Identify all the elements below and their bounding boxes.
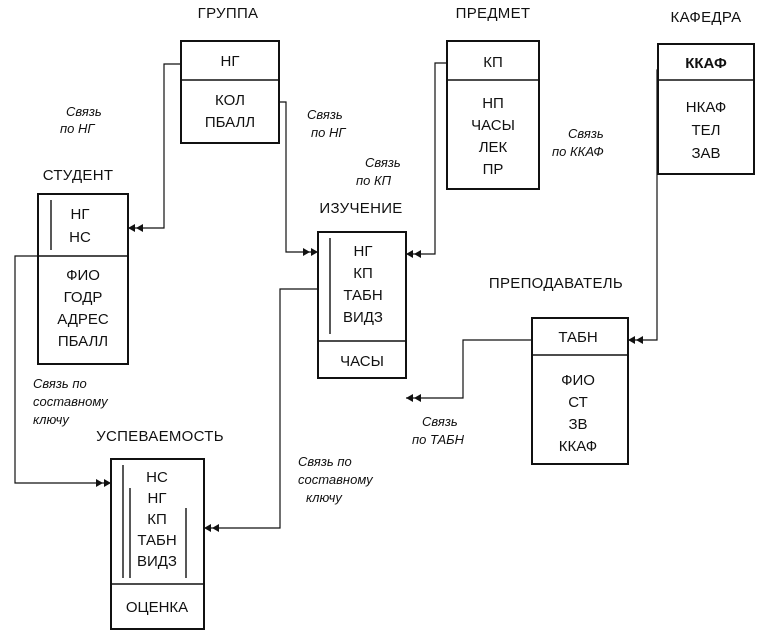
entity-gruppa: ГРУППА НГ КОЛ ПБАЛЛ [180, 5, 280, 144]
attribute-field: ПБАЛЛ [205, 114, 255, 131]
key-field: КП [353, 265, 373, 282]
link-label: по НГ [311, 125, 346, 140]
link-label: Связь [365, 155, 401, 170]
entity-title: КАФЕДРА [671, 9, 742, 26]
link-labels: Связь по НГ Связь по НГ Связь по КП Связ… [33, 104, 604, 505]
key-field: НГ [71, 206, 90, 223]
link-student-uspevaemost [14, 255, 111, 487]
attribute-field: ОЦЕНКА [126, 599, 188, 616]
entity-predmet: ПРЕДМЕТ КП НП ЧАСЫ ЛЕК ПР [446, 5, 540, 190]
attribute-field: ЗАВ [691, 145, 720, 162]
attribute-field: ЛЕК [479, 139, 508, 156]
entity-title: ПРЕДМЕТ [456, 5, 531, 22]
attribute-field: ККАФ [559, 438, 597, 455]
link-label: по ККАФ [552, 144, 604, 159]
attribute-field: АДРЕС [57, 311, 109, 328]
entity-uspevaemost: УСПЕВАЕМОСТЬ НС НГ КП ТАБН ВИДЗ ОЦЕНКА [96, 428, 224, 630]
key-field: НС [146, 469, 168, 486]
key-field: НГ [354, 243, 373, 260]
attribute-field: НП [482, 95, 504, 112]
link-label: составному [298, 472, 374, 487]
key-field: НГ [148, 490, 167, 507]
attribute-field: ЧАСЫ [340, 353, 384, 370]
entity-title: ИЗУЧЕНИЕ [319, 200, 402, 217]
attribute-field: НКАФ [686, 99, 726, 116]
entity-kafedra: КАФЕДРА ККАФ НКАФ ТЕЛ ЗАВ [657, 9, 755, 175]
link-label: по КП [356, 173, 392, 188]
attribute-field: ТЕЛ [691, 122, 720, 139]
attribute-field: СТ [568, 394, 588, 411]
key-field: НГ [221, 53, 240, 70]
link-label: по ТАБН [412, 432, 465, 447]
attribute-field: ЧАСЫ [471, 117, 515, 134]
link-izuchenie-uspevaemost [204, 288, 318, 532]
key-field: ТАБН [558, 329, 597, 346]
link-predmet-izuchenie [406, 62, 447, 258]
entity-student: СТУДЕНТ НГ НС ФИО ГОДР АДРЕС ПБАЛЛ [37, 167, 129, 365]
link-label: по НГ [60, 121, 95, 136]
link-gruppa-izuchenie [279, 101, 318, 256]
key-field: ТАБН [343, 287, 382, 304]
attribute-field: ФИО [561, 372, 595, 389]
key-field: ККАФ [685, 55, 727, 72]
attribute-field: КОЛ [215, 92, 245, 109]
link-label: Связь [568, 126, 604, 141]
attribute-field: ЗВ [568, 416, 587, 433]
entity-title: ПРЕПОДАВАТЕЛЬ [489, 275, 623, 292]
entity-title: ГРУППА [198, 5, 259, 22]
entity-izuchenie: ИЗУЧЕНИЕ НГ КП ТАБН ВИДЗ ЧАСЫ [317, 200, 407, 379]
key-field: ТАБН [137, 532, 176, 549]
key-field: ВИДЗ [137, 553, 177, 570]
link-label: Связь [307, 107, 343, 122]
link-label: Связь по [33, 376, 87, 391]
link-kafedra-prepodavatel [628, 69, 658, 344]
link-label: составному [33, 394, 109, 409]
attribute-field: ПР [483, 161, 504, 178]
link-gruppa-student [128, 63, 181, 232]
link-label: ключу [33, 412, 70, 427]
key-field: ВИДЗ [343, 309, 383, 326]
attribute-field: ФИО [66, 267, 100, 284]
key-field: КП [483, 54, 503, 71]
entity-prepodavatel: ПРЕПОДАВАТЕЛЬ ТАБН ФИО СТ ЗВ ККАФ [489, 275, 629, 465]
link-label: Связь по [298, 454, 352, 469]
entity-title: СТУДЕНТ [43, 167, 114, 184]
link-label: Связь [422, 414, 458, 429]
key-field: КП [147, 511, 167, 528]
link-label: Связь [66, 104, 102, 119]
link-label: ключу [306, 490, 343, 505]
attribute-field: ГОДР [64, 289, 103, 306]
link-prepodavatel-tabn [406, 339, 532, 402]
attribute-field: ПБАЛЛ [58, 333, 108, 350]
key-field: НС [69, 229, 91, 246]
entity-title: УСПЕВАЕМОСТЬ [96, 428, 224, 445]
